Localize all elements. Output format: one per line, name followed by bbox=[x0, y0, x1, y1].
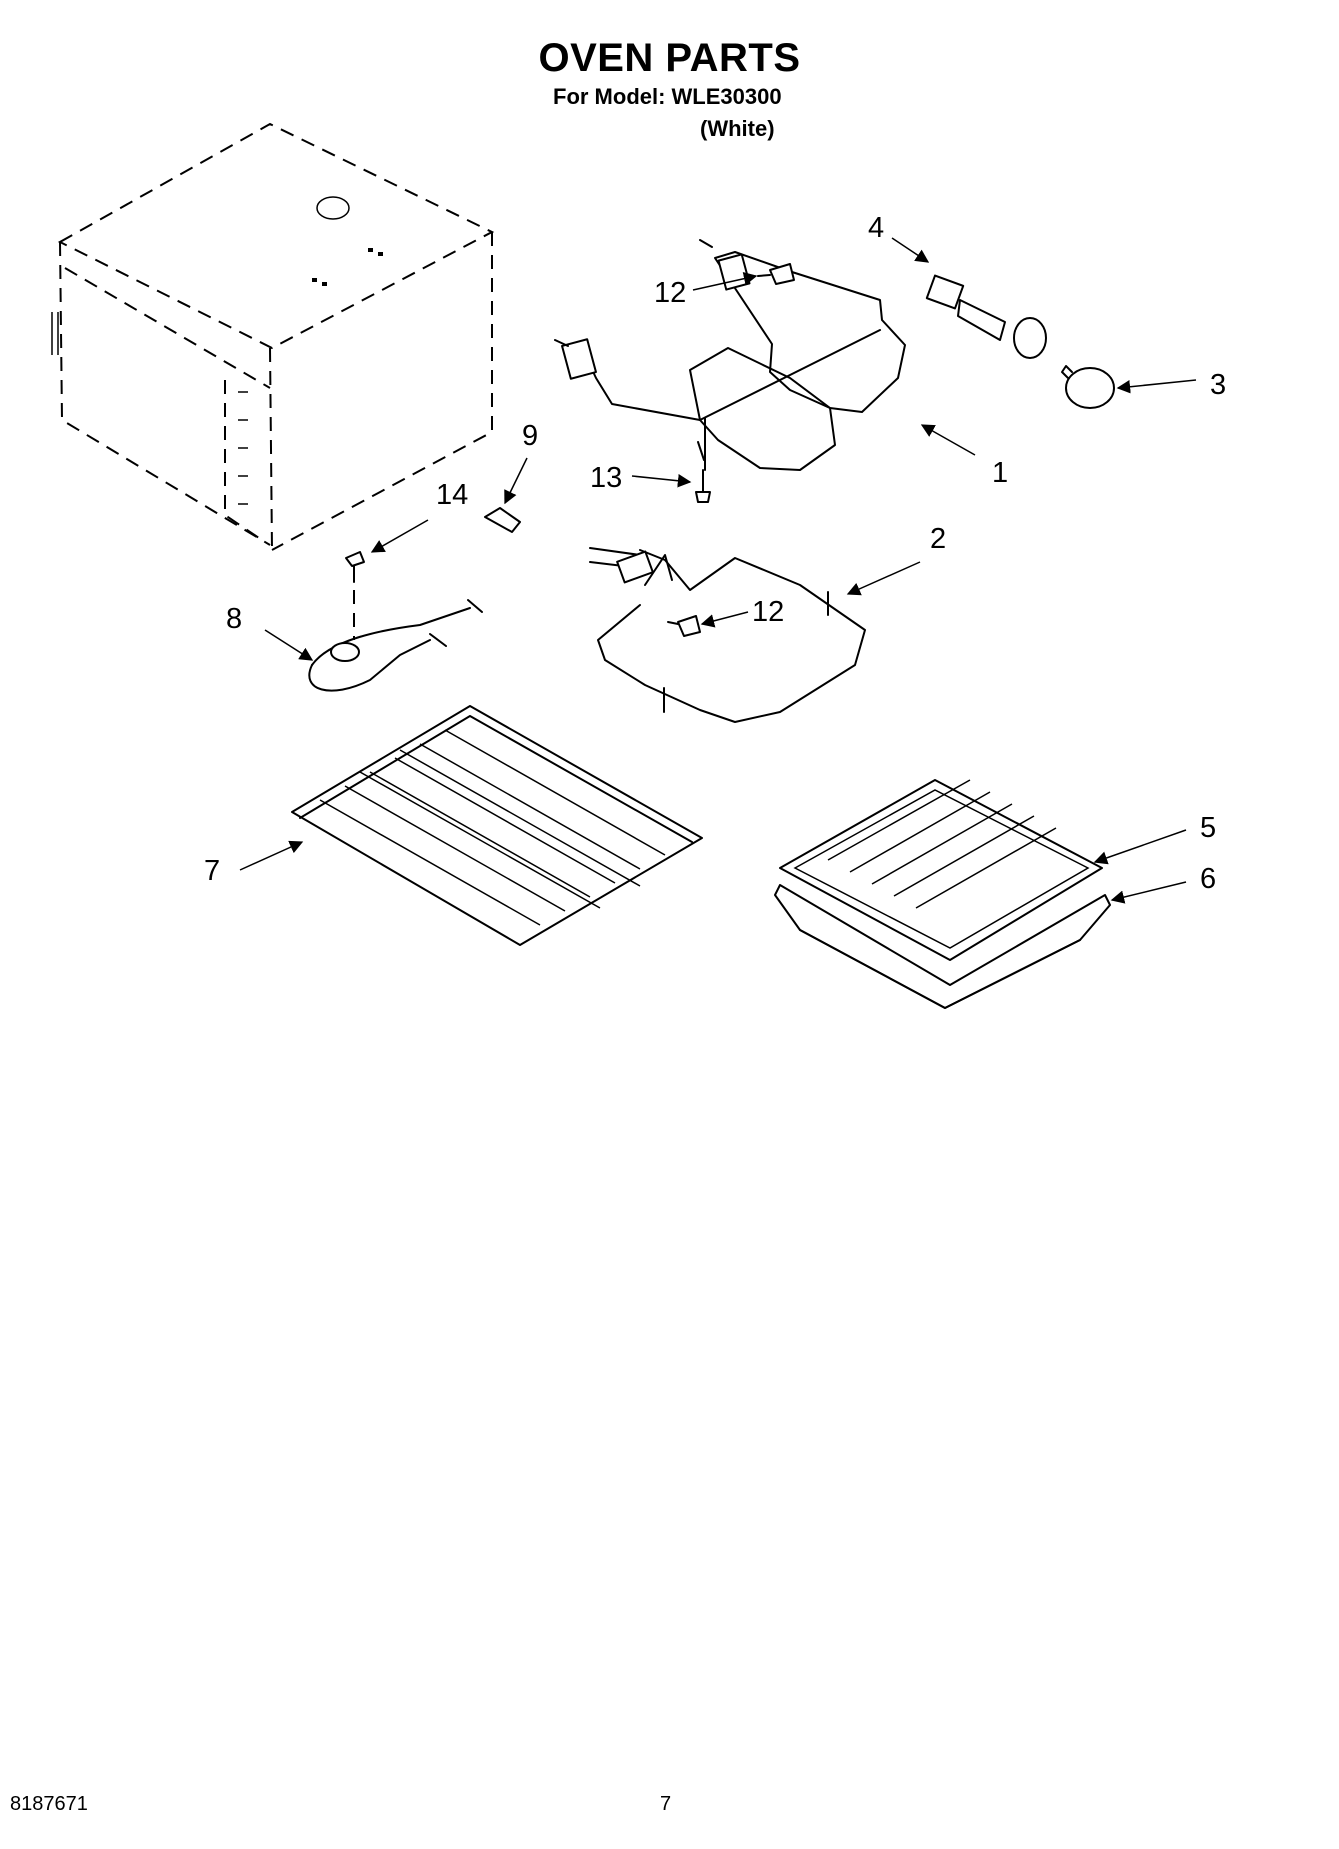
part-lamp-socket bbox=[925, 274, 1047, 359]
oven-cavity bbox=[51, 122, 495, 551]
part-light-bulb bbox=[1061, 365, 1115, 409]
page-number: 7 bbox=[660, 1793, 672, 1815]
model-color: (White) bbox=[700, 116, 775, 141]
part-bake-element bbox=[589, 547, 866, 723]
callout-numbers: 4 12 3 1 9 13 14 2 8 12 5 7 6 bbox=[204, 212, 1226, 895]
callout-1: 1 bbox=[992, 457, 1008, 489]
leader-lines bbox=[239, 237, 1197, 904]
callout-12-lower: 12 bbox=[752, 596, 784, 628]
callout-3: 3 bbox=[1210, 369, 1226, 401]
part-broil-element bbox=[554, 239, 906, 471]
part-screw-12-upper bbox=[757, 263, 795, 285]
callout-9: 9 bbox=[522, 420, 538, 452]
callout-8: 8 bbox=[226, 603, 242, 635]
callout-12-upper: 12 bbox=[654, 277, 686, 309]
part-screw-13 bbox=[695, 469, 711, 503]
part-broiler-grid bbox=[779, 779, 1103, 961]
callout-2: 2 bbox=[930, 523, 946, 555]
callout-4: 4 bbox=[868, 212, 884, 244]
part-clip bbox=[484, 507, 521, 533]
callout-14: 14 bbox=[436, 479, 468, 511]
callout-6: 6 bbox=[1200, 863, 1216, 895]
part-oven-rack bbox=[291, 705, 703, 946]
page-title: OVEN PARTS bbox=[538, 36, 801, 80]
part-screw-12-lower bbox=[667, 615, 701, 637]
part-wire-harness bbox=[308, 599, 483, 692]
part-broiler-pan bbox=[774, 884, 1111, 1009]
model-number: For Model: WLE30300 bbox=[553, 84, 782, 109]
callout-7: 7 bbox=[204, 855, 220, 887]
callout-13: 13 bbox=[590, 462, 622, 494]
part-screw-14 bbox=[345, 551, 365, 640]
document-number: 8187671 bbox=[10, 1793, 88, 1815]
callout-5: 5 bbox=[1200, 812, 1216, 844]
